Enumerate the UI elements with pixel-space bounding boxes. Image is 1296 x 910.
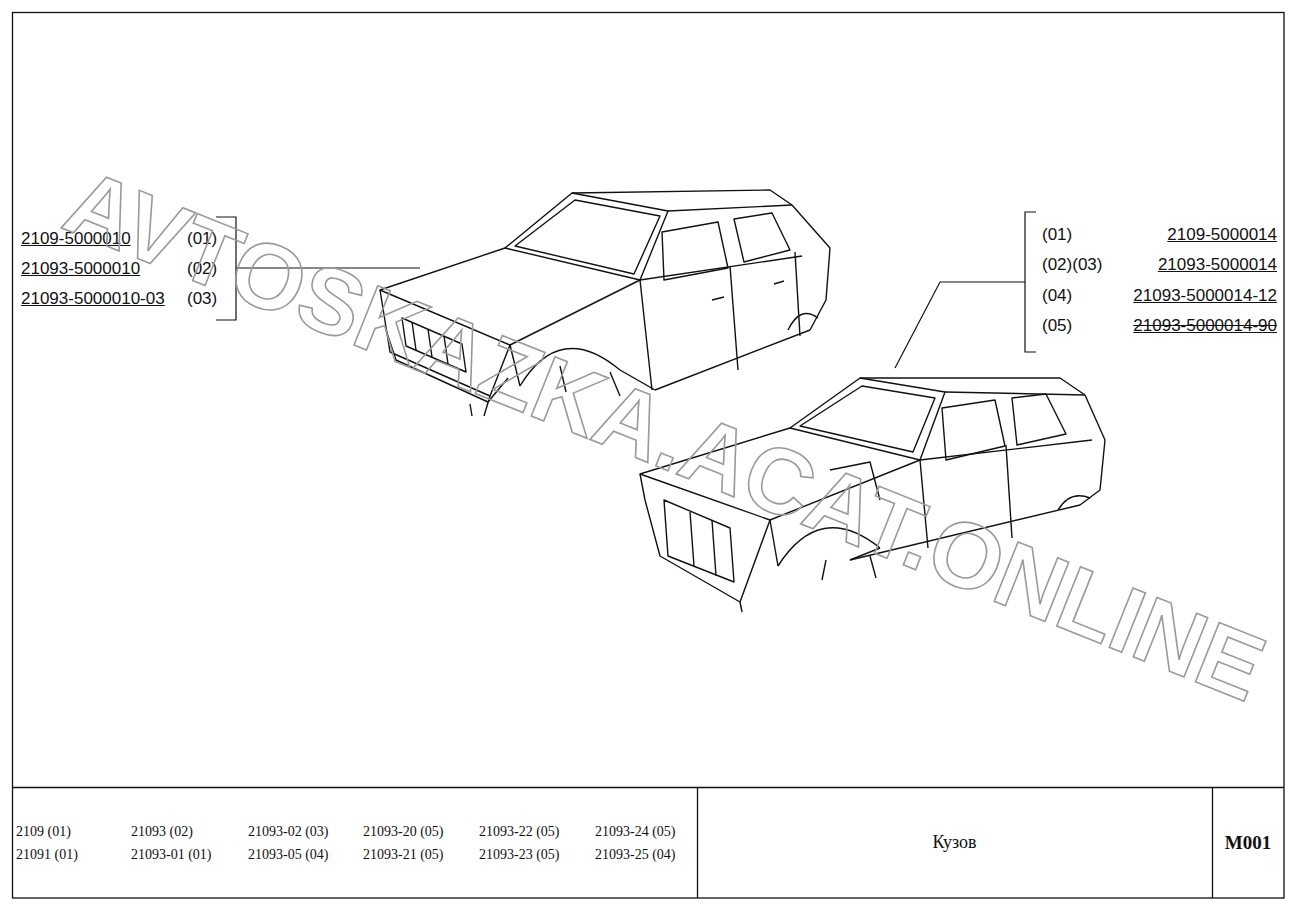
model-index: (01) <box>1042 225 1072 245</box>
model-code: 21091 (01) <box>16 846 78 863</box>
model-list-cell: 2109 (01) 21093 (02) 21093-02 (03) 21093-20… <box>12 787 697 898</box>
model-code: 2109 (01) <box>16 823 71 840</box>
model-code: 21093 (02) <box>131 823 193 840</box>
part-number: 2109-5000014 <box>1167 225 1277 245</box>
model-code: 21093-05 (04) <box>248 846 329 863</box>
model-code: 21093-22 (05) <box>479 823 560 840</box>
model-code: 21093-01 (01) <box>131 846 212 863</box>
model-index: (05) <box>1042 316 1072 336</box>
model-code: 21093-02 (03) <box>248 823 329 840</box>
title-cell: Кузов <box>697 787 1212 898</box>
section-title: Кузов <box>932 832 976 853</box>
watermark: AVTOSKAZKA.ACAT.ONLINE <box>54 154 1277 716</box>
model-code: 21093-25 (04) <box>595 846 676 863</box>
part-number: 21093-5000010-03 <box>21 289 165 309</box>
page-frame <box>12 13 1284 899</box>
model-code: 21093-20 (05) <box>363 823 444 840</box>
page-code: М001 <box>1225 832 1271 854</box>
model-index: (04) <box>1042 286 1072 306</box>
model-code: 21093-21 (05) <box>363 846 444 863</box>
model-code: 21093-23 (05) <box>479 846 560 863</box>
part-number: 21093-5000014-90 <box>1133 316 1277 336</box>
model-index: (02)(03) <box>1042 255 1102 275</box>
part-number: 21093-5000014 <box>1158 255 1277 275</box>
part-number: 21093-5000014-12 <box>1133 286 1277 306</box>
page-code-cell: М001 <box>1212 787 1284 898</box>
model-code: 21093-24 (05) <box>595 823 676 840</box>
